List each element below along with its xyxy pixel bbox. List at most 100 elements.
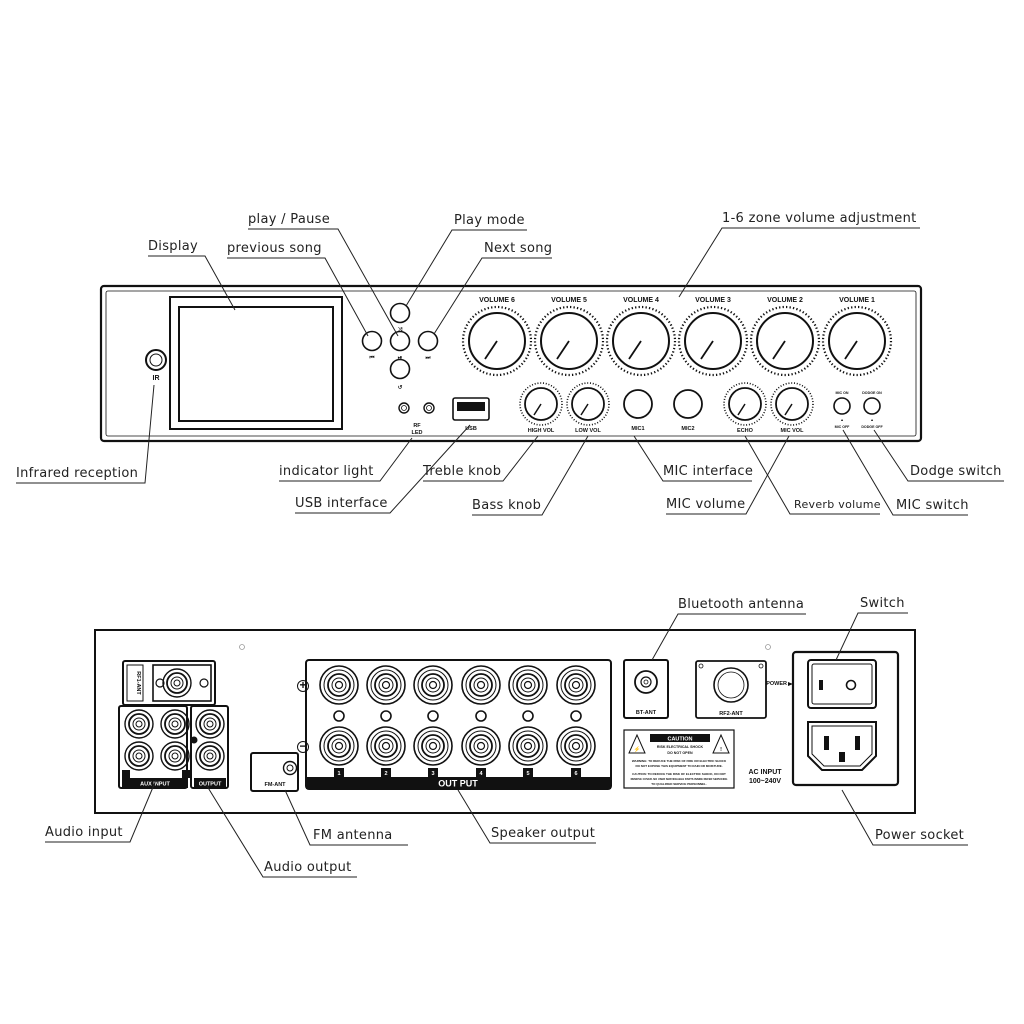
mic2-jack[interactable]: MIC2 [673, 389, 703, 432]
svg-text:Reverb volume: Reverb volume [794, 498, 881, 511]
power-socket[interactable] [807, 721, 877, 771]
svg-text:▲: ▲ [840, 418, 844, 422]
svg-text:Bluetooth antenna: Bluetooth antenna [678, 597, 804, 612]
rf2-ant-connector[interactable]: RF2-ANT [695, 660, 767, 719]
play-pause-button[interactable]: ⏯ [389, 330, 411, 362]
svg-text:REMOVE COVER. NO USER SERVICEA: REMOVE COVER. NO USER SERVICEABLE PARTS … [631, 777, 728, 781]
svg-text:⏯: ⏯ [398, 355, 402, 361]
svg-text:ECHO: ECHO [737, 428, 754, 434]
svg-text:Audio input: Audio input [45, 825, 123, 840]
svg-text:indicator light: indicator light [279, 464, 374, 479]
speaker-terminal-3[interactable]: 3 [413, 665, 453, 777]
svg-text:↺: ↺ [398, 384, 403, 391]
volume4-knob[interactable] [605, 305, 677, 377]
svg-text:FM-ANT: FM-ANT [264, 782, 286, 788]
svg-text:!: ! [720, 747, 722, 753]
svg-text:AUX INPUT: AUX INPUT [140, 782, 170, 788]
svg-text:BT-ANT: BT-ANT [636, 710, 657, 716]
svg-text:LOW VOL: LOW VOL [575, 428, 601, 434]
volume5-knob[interactable] [533, 305, 605, 377]
svg-text:CAUTION: TO REDUCE THE RISK OF: CAUTION: TO REDUCE THE RISK OF ELECTRIC … [632, 772, 726, 776]
volume6-knob[interactable] [461, 305, 533, 377]
usb-port[interactable]: USB [452, 397, 490, 432]
svg-text:WARNING: TO REDUCE THE RISK OF: WARNING: TO REDUCE THE RISK OF FIRE OR E… [632, 759, 727, 763]
next-button[interactable]: ⏭ [417, 330, 439, 362]
rf-led-indicators: RF LED [398, 402, 435, 436]
svg-text:play / Pause: play / Pause [248, 212, 330, 227]
play-mode-button[interactable]: ⤨ [389, 302, 411, 334]
svg-text:Audio output: Audio output [264, 860, 352, 875]
caution-label: ⚡ ! CAUTION RISK ELECTRICAL SHOCK DO NOT… [623, 729, 735, 789]
dodge-switch[interactable]: DODGE ON ▲ DODGE OFF [861, 391, 883, 429]
power-switch[interactable] [807, 659, 877, 709]
svg-text:RF: RF [413, 423, 421, 429]
svg-text:Dodge switch: Dodge switch [910, 464, 1002, 479]
speaker-terminal-4[interactable]: 4 [461, 665, 501, 777]
high-vol-knob[interactable] [519, 382, 563, 426]
svg-text:Play mode: Play mode [454, 213, 525, 228]
previous-button[interactable]: ⏮ [361, 330, 383, 362]
audio-output-jacks[interactable]: OUTPUT [190, 705, 229, 789]
svg-text:VOLUME 3: VOLUME 3 [695, 297, 731, 304]
rf1-ant-connector[interactable]: RF1-ANT [122, 660, 216, 706]
mic1-jack[interactable]: MIC1 [623, 389, 653, 432]
fm-ant-connector[interactable]: FM-ANT [250, 752, 299, 792]
svg-text:+: + [299, 678, 306, 692]
svg-text:2: 2 [384, 771, 387, 777]
speaker-terminal-1[interactable]: 1 [319, 665, 359, 777]
svg-text:VOLUME 5: VOLUME 5 [551, 297, 587, 304]
power-block: POWER [766, 650, 900, 787]
svg-text:LED: LED [412, 430, 423, 436]
ir-receiver: IR [145, 349, 167, 382]
svg-text:VOLUME 4: VOLUME 4 [623, 297, 659, 304]
svg-text:MIC switch: MIC switch [896, 498, 969, 513]
svg-text:5: 5 [526, 771, 529, 777]
repeat-button[interactable]: ↺ [389, 358, 411, 392]
speaker-output-block: + − 1 2 3 [297, 659, 612, 790]
low-vol-knob[interactable] [566, 382, 610, 426]
svg-text:HIGH VOL: HIGH VOL [528, 428, 555, 434]
echo-knob[interactable] [723, 382, 767, 426]
svg-text:MIC VOL: MIC VOL [781, 428, 805, 434]
svg-text:VOLUME 2: VOLUME 2 [767, 297, 803, 304]
speaker-terminal-6[interactable]: 6 [556, 665, 596, 777]
svg-text:VOLUME 1: VOLUME 1 [839, 297, 875, 304]
svg-text:OUTPUT: OUTPUT [199, 782, 222, 788]
svg-text:DO NOT OPEN: DO NOT OPEN [667, 751, 693, 755]
volume2-knob[interactable] [749, 305, 821, 377]
speaker-terminal-2[interactable]: 2 [366, 665, 406, 777]
svg-text:−: − [299, 739, 306, 753]
volume1-knob[interactable] [821, 305, 893, 377]
rear-panel: RF1-ANT AUX INPUT OUTPUT [94, 629, 916, 814]
rear-callouts: Bluetooth antenna Switch Audio input FM … [45, 596, 968, 878]
svg-text:MIC OFF: MIC OFF [835, 425, 851, 429]
svg-text:DODGE OFF: DODGE OFF [861, 425, 883, 429]
svg-text:OUT PUT: OUT PUT [438, 779, 478, 789]
mic-switch[interactable]: MIC ON ▲ MIC OFF [833, 391, 851, 429]
svg-text:Display: Display [148, 239, 198, 254]
svg-text:Infrared reception: Infrared reception [16, 466, 138, 481]
svg-text:MIC interface: MIC interface [663, 464, 753, 479]
svg-text:100~240V: 100~240V [749, 778, 781, 785]
svg-text:RISK ELECTRICAL SHOCK: RISK ELECTRICAL SHOCK [657, 745, 704, 749]
svg-text:FM antenna: FM antenna [313, 828, 393, 843]
front-panel: IR ⤨ ⏮ ⏯ ⏭ [99, 284, 923, 443]
svg-text:DO NOT EXPOSE THIS EQUIPMENT T: DO NOT EXPOSE THIS EQUIPMENT TO RAIN OR … [635, 764, 722, 768]
volume3-knob[interactable] [677, 305, 749, 377]
svg-text:Treble knob: Treble knob [422, 464, 501, 479]
svg-text:⤨: ⤨ [398, 327, 403, 333]
svg-text:VOLUME 6: VOLUME 6 [479, 297, 515, 304]
svg-text:IR: IR [153, 375, 160, 382]
lcd-display [169, 296, 343, 430]
svg-text:RF2-ANT: RF2-ANT [719, 711, 743, 717]
svg-text:previous song: previous song [227, 241, 322, 256]
speaker-terminal-5[interactable]: 5 [508, 665, 548, 777]
svg-text:⚡: ⚡ [634, 746, 641, 753]
svg-text:Bass knob: Bass knob [472, 498, 541, 513]
bt-ant-connector[interactable]: BT-ANT [623, 659, 669, 719]
svg-text:6: 6 [574, 771, 577, 777]
svg-text:3: 3 [431, 771, 434, 777]
mic-vol-knob[interactable] [770, 382, 814, 426]
transport-buttons: ⤨ ⏮ ⏯ ⏭ ↺ [361, 302, 439, 392]
